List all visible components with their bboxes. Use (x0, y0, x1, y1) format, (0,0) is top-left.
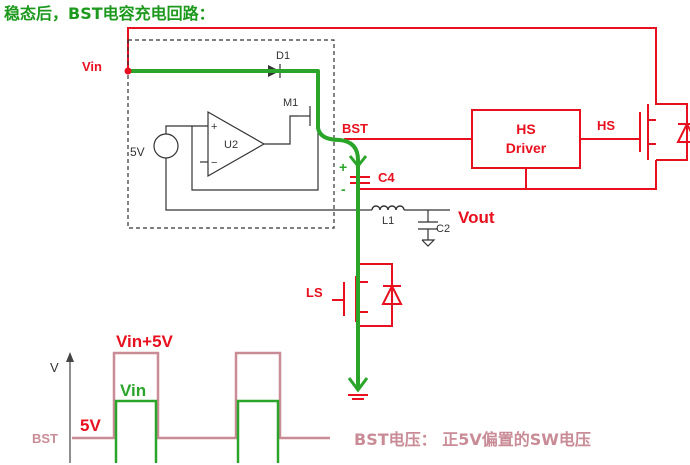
c4-label: C4 (378, 170, 395, 185)
bst-waveform (72, 351, 330, 440)
c4-plus: + (339, 159, 347, 175)
hs-driver-box (471, 109, 581, 169)
bst-trace-label: BST (32, 431, 58, 446)
y-axis-arrow (66, 352, 74, 362)
l1-label: L1 (382, 215, 394, 227)
hs-driver-label-2: Driver (506, 140, 547, 156)
op-minus: − (211, 157, 217, 169)
ls-body-diode (381, 283, 403, 305)
waveform-caption: BST电压： 正5V偏置的SW电压 (354, 430, 591, 449)
charging-arrow-2 (347, 377, 369, 393)
level-vin-label: Vin (120, 381, 146, 400)
vout-label: Vout (458, 208, 495, 227)
hs-body-diode (676, 121, 690, 143)
charging-current-path (128, 69, 360, 388)
u2-label: U2 (224, 139, 238, 151)
hs-fet-label: HS (597, 118, 615, 133)
level-5v-label: 5V (80, 416, 101, 435)
vin-label: Vin (82, 59, 102, 74)
page-title: 稳态后，BST电容充电回路： (4, 4, 215, 23)
charging-arrow-1 (348, 155, 368, 169)
sw-waveform (114, 399, 280, 463)
source-5v-label: 5V (130, 145, 145, 159)
c4-minus: - (341, 181, 346, 197)
c2-label: C2 (436, 223, 450, 235)
d1-label: D1 (276, 50, 290, 62)
vin-node (124, 67, 132, 75)
l1-inductor (371, 205, 405, 211)
level-vin-plus-5v-label: Vin+5V (116, 332, 174, 351)
ground-symbol (348, 394, 368, 400)
bst-node-label: BST (342, 121, 368, 136)
y-axis-label: V (50, 360, 59, 375)
m1-label: M1 (283, 97, 298, 109)
hs-driver-label: HS (516, 121, 535, 137)
ls-fet-label: LS (306, 285, 323, 300)
op-plus: + (211, 121, 217, 133)
